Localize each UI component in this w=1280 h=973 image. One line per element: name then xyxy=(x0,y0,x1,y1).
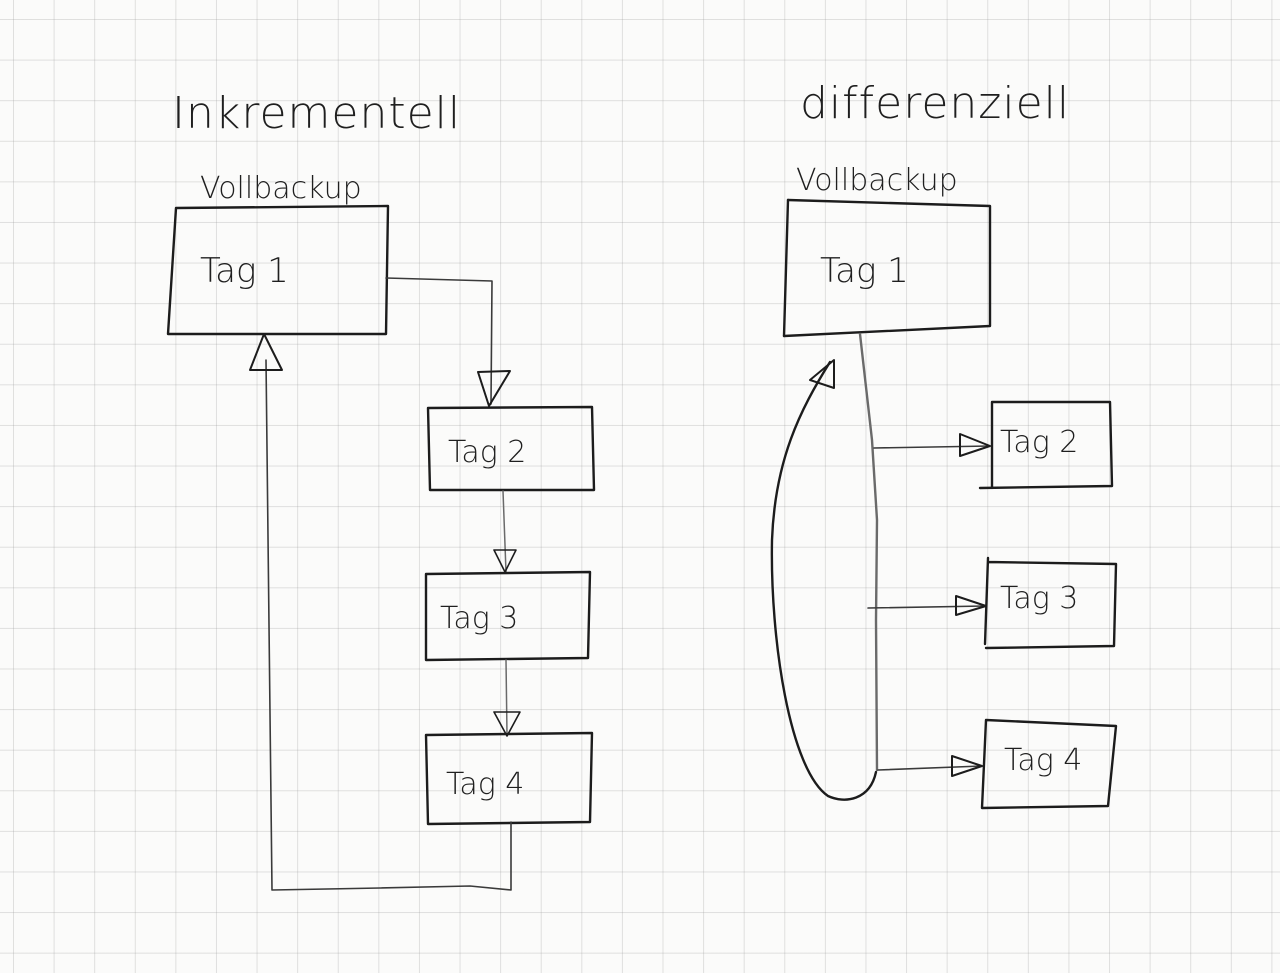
differential-arrowhead-tag4 xyxy=(951,755,983,777)
differential-connector-tag2 xyxy=(873,445,991,449)
incremental-box-tag4-border xyxy=(424,731,594,826)
differential-arrowhead-tag2 xyxy=(959,433,991,457)
incremental-full-backup-label: Vollbackup xyxy=(200,171,362,206)
incremental-title: Inkrementell xyxy=(172,88,461,139)
differential-full-backup-label: Vollbackup xyxy=(796,163,958,198)
differential-arrowhead-tag3 xyxy=(955,595,987,616)
incremental-box-tag2: Tag 2 xyxy=(426,405,596,492)
incremental-box-tag3: Tag 3 xyxy=(424,570,592,662)
incremental-box-tag3-border xyxy=(424,570,592,662)
differential-box-tag2-label: Tag 2 xyxy=(1000,425,1078,460)
differential-connector-tag4 xyxy=(877,765,983,771)
differential-box-tag2: Tag 2 xyxy=(978,400,1114,490)
differential-box-tag1-border xyxy=(782,198,992,338)
differential-connector-tag3 xyxy=(867,605,986,609)
differential-trunk xyxy=(858,332,879,772)
incremental-arrowhead-tag2 xyxy=(477,370,511,407)
differential-section: differenziell Vollbackup Tag 1 Tag 2 Tag… xyxy=(770,78,1118,810)
differential-title: differenziell xyxy=(800,78,1070,129)
differential-box-tag4-border xyxy=(980,718,1118,810)
incremental-section: Inkrementell Vollbackup Tag 1 Tag 2 Tag … xyxy=(166,88,596,891)
incremental-box-tag1-label: Tag 1 xyxy=(200,251,289,291)
differential-box-tag3: Tag 3 xyxy=(983,556,1118,650)
differential-box-tag3-border xyxy=(983,556,1118,650)
incremental-arrowhead-tag1 xyxy=(249,333,283,371)
incremental-connector-tag2-tag3 xyxy=(502,490,507,573)
differential-arrowhead-tag1 xyxy=(809,359,835,389)
incremental-box-tag2-border xyxy=(426,405,596,492)
differential-box-tag1: Tag 1 xyxy=(782,198,992,338)
incremental-box-tag1: Tag 1 xyxy=(166,204,390,336)
incremental-arrowhead-tag4 xyxy=(493,711,521,737)
incremental-connector-tag3-tag4 xyxy=(505,659,508,736)
differential-box-tag4: Tag 4 xyxy=(980,718,1118,810)
incremental-connector-tag1-tag2 xyxy=(385,277,493,405)
differential-box-tag1-label: Tag 1 xyxy=(820,251,909,291)
differential-box-tag3-label: Tag 3 xyxy=(1000,581,1078,616)
incremental-return-path xyxy=(265,359,512,891)
incremental-box-tag2-label: Tag 2 xyxy=(448,435,526,470)
differential-box-tag2-border xyxy=(978,400,1114,490)
incremental-arrowhead-tag3 xyxy=(493,549,517,573)
incremental-box-tag4: Tag 4 xyxy=(424,731,594,826)
incremental-box-tag1-border xyxy=(166,204,390,336)
incremental-box-tag4-label: Tag 4 xyxy=(446,767,524,802)
differential-return-curve xyxy=(770,360,878,801)
incremental-box-tag3-label: Tag 3 xyxy=(440,601,518,636)
differential-box-tag4-label: Tag 4 xyxy=(1004,743,1082,778)
